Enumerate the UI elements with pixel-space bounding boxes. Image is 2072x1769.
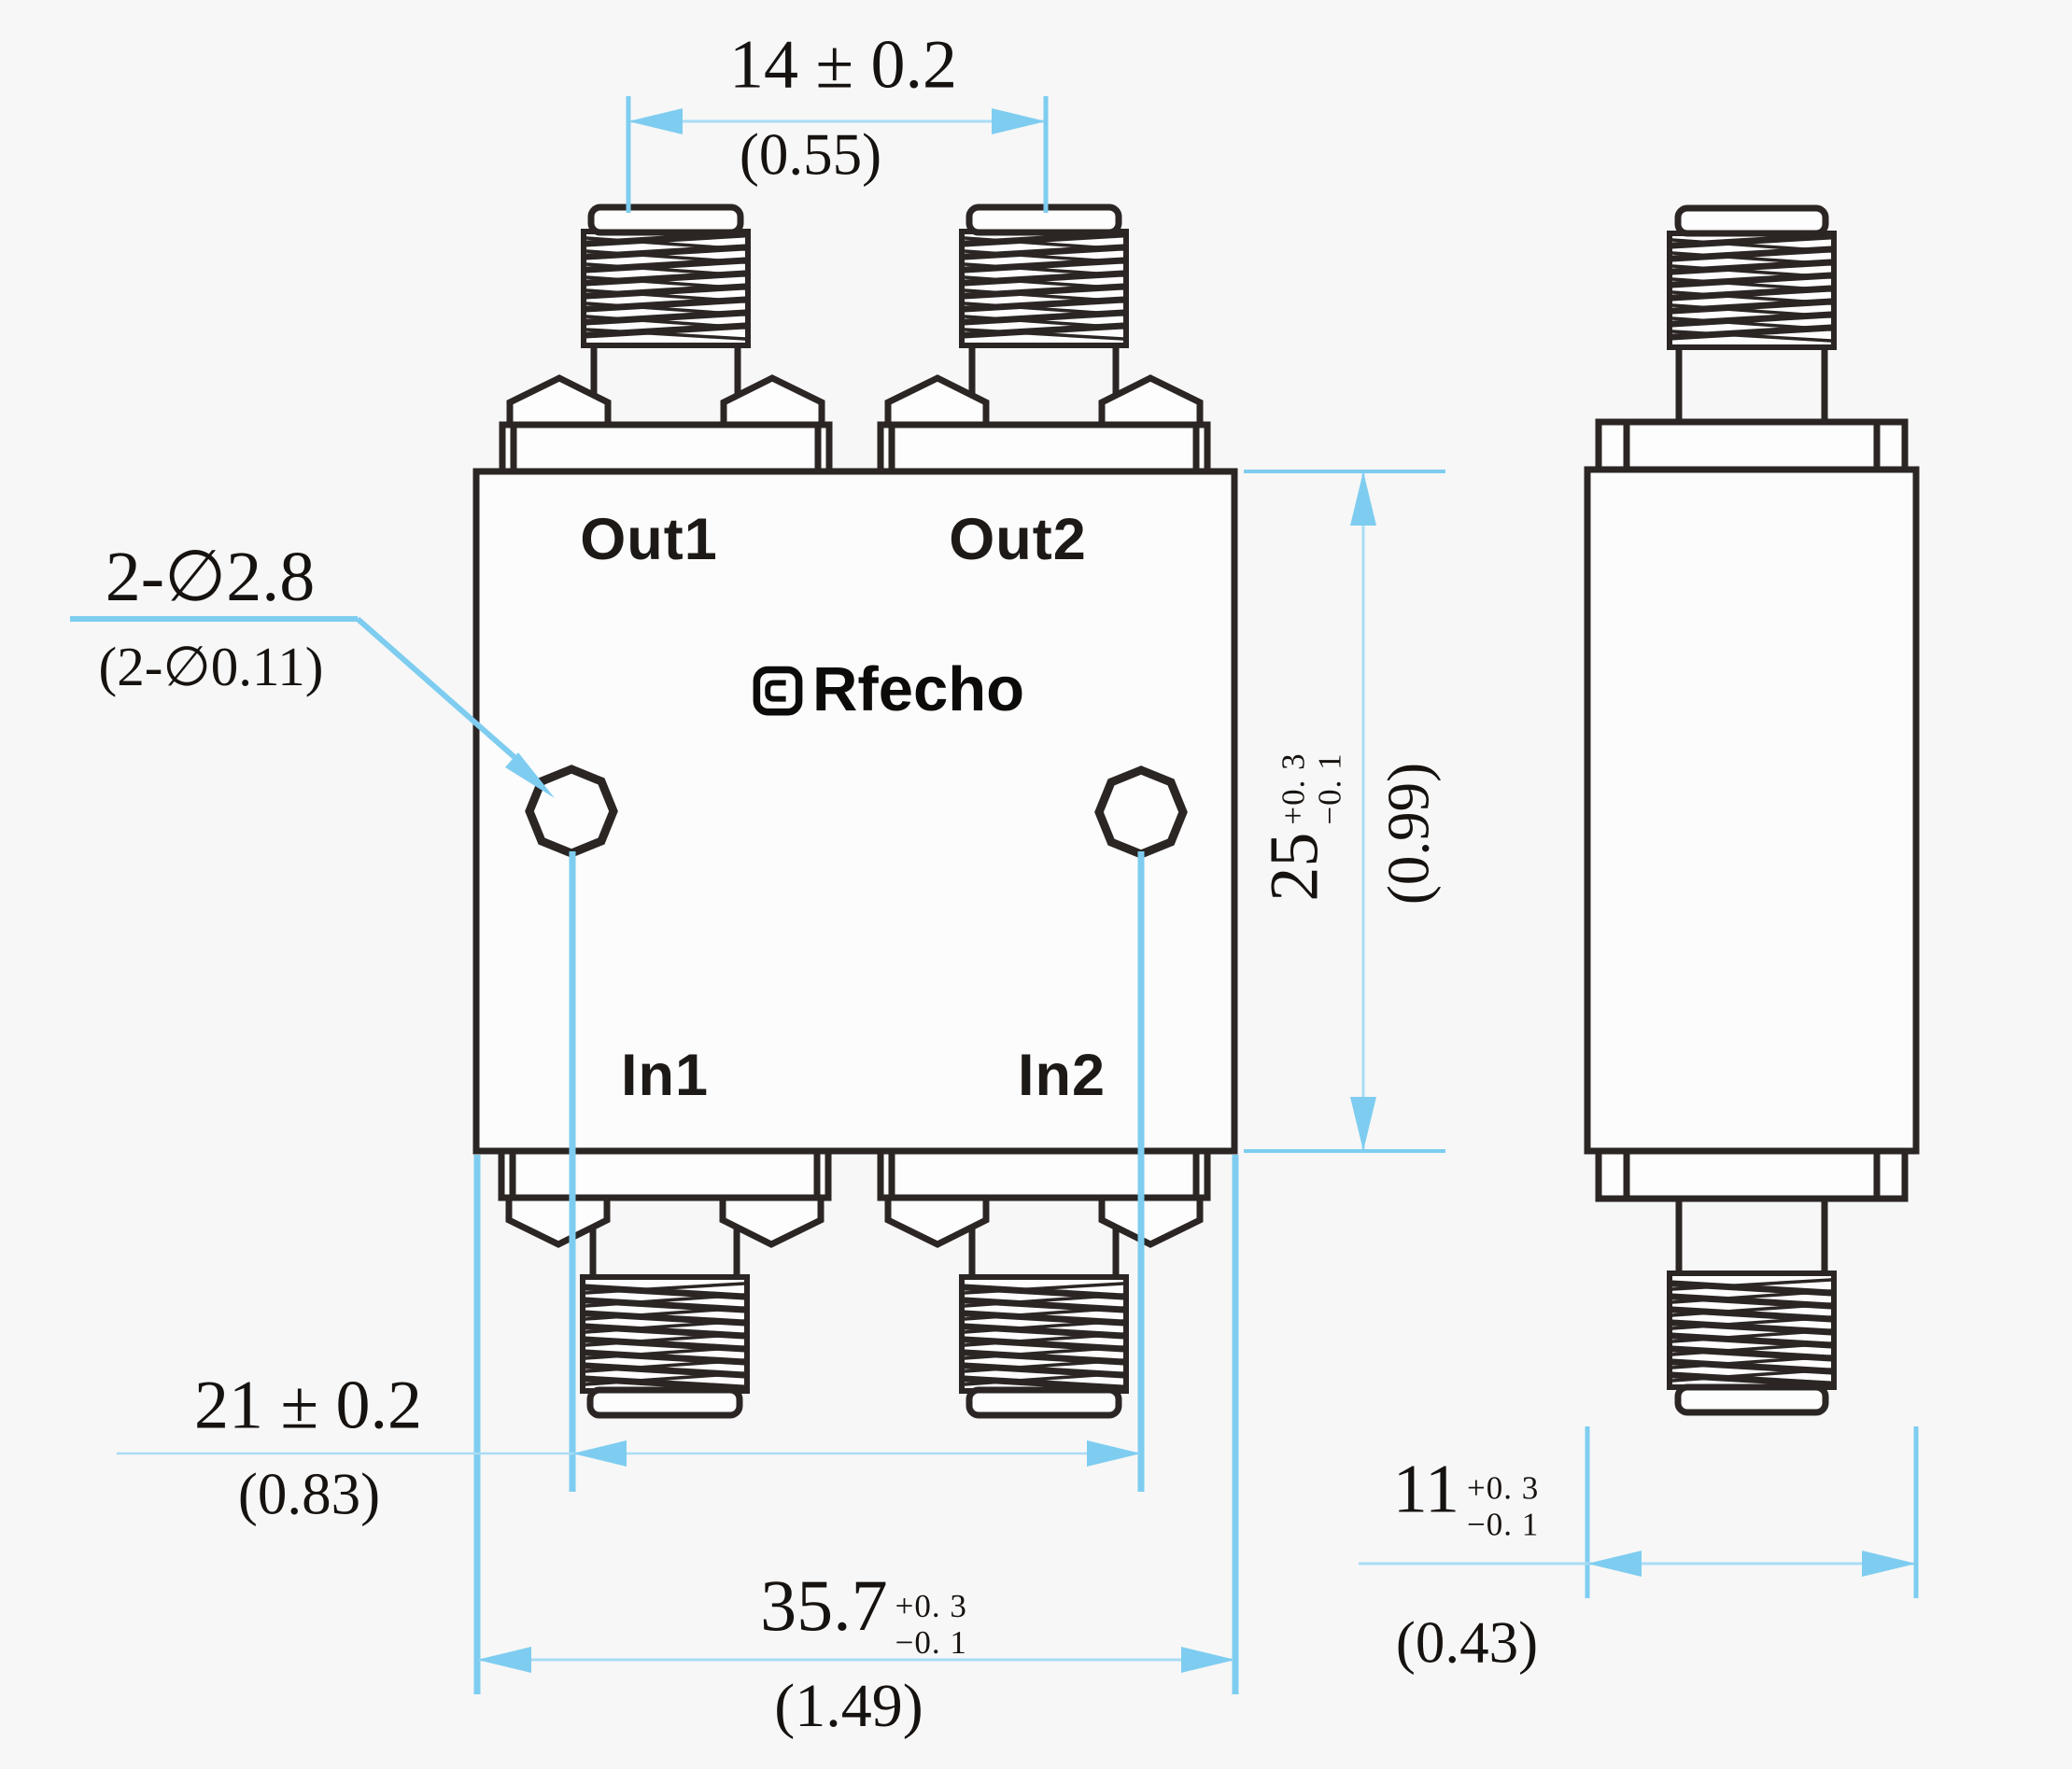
port-label-in2: In2 — [1017, 1043, 1106, 1108]
dim-hole-spacing-inch: (0.83) — [237, 1461, 381, 1527]
dim-connector-spacing-mm: 14 ± 0.2 — [728, 26, 958, 104]
dim-connector-spacing-inch: (0.55) — [739, 121, 882, 188]
dim-holes-inch: (2-∅0.11) — [98, 636, 324, 697]
dim-body-width-inch: (1.49) — [774, 1672, 923, 1740]
front-view — [472, 207, 1238, 1415]
connector-in1 — [501, 1151, 828, 1415]
rfecho-square-icon — [753, 664, 803, 716]
side-connector-top — [1599, 208, 1905, 470]
connector-out1 — [502, 207, 829, 471]
hole-leader-line — [70, 616, 555, 798]
dim-body-width-mm: 35.7+0. 3−0. 1 — [760, 1564, 967, 1661]
dim-body-height-tol-plus: +0. 3 — [1275, 752, 1312, 825]
dimension-arrows — [477, 108, 1916, 1673]
dim-hole-spacing-mm: 21 ± 0.2 — [193, 1367, 423, 1444]
dim-body-width-value: 35.7 — [760, 1564, 888, 1646]
mounting-hole-left — [525, 765, 618, 858]
port-label-out1: Out1 — [580, 507, 718, 572]
dim-body-depth-inch: (0.43) — [1395, 1609, 1539, 1676]
brand-logo: Rfecho — [753, 653, 1024, 725]
dim-body-height-tol-minus: −0. 1 — [1311, 752, 1348, 825]
dim-body-depth-tol-minus: −0. 1 — [1467, 1506, 1540, 1543]
dim-body-depth-mm: 11+0. 3−0. 1 — [1393, 1450, 1540, 1542]
dim-holes-mm: 2-∅2.8 — [105, 538, 316, 616]
dimension-lines — [70, 96, 1919, 1694]
brand-logo-text: Rfecho — [812, 654, 1025, 724]
dim-body-height-mm: 25 +0. 3−0. 1 — [1255, 752, 1347, 901]
dim-body-height-value: 25 — [1256, 832, 1333, 902]
port-label-in1: In1 — [620, 1043, 710, 1108]
connector-out2 — [881, 207, 1207, 471]
dim-body-width-tol-minus: −0. 1 — [895, 1624, 967, 1661]
side-body — [1584, 466, 1920, 1155]
dim-body-depth-tol-plus: +0. 3 — [1467, 1469, 1540, 1507]
dim-body-height-inch: (0.99) — [1375, 762, 1442, 906]
dim-body-width-tol-plus: +0. 3 — [895, 1587, 967, 1624]
port-label-out2: Out2 — [949, 507, 1087, 572]
connector-in2 — [881, 1151, 1207, 1415]
mounting-hole-right — [1094, 765, 1188, 859]
side-connector-bottom — [1599, 1151, 1905, 1412]
dim-body-depth-value: 11 — [1392, 1451, 1460, 1528]
side-view — [1584, 208, 1920, 1412]
